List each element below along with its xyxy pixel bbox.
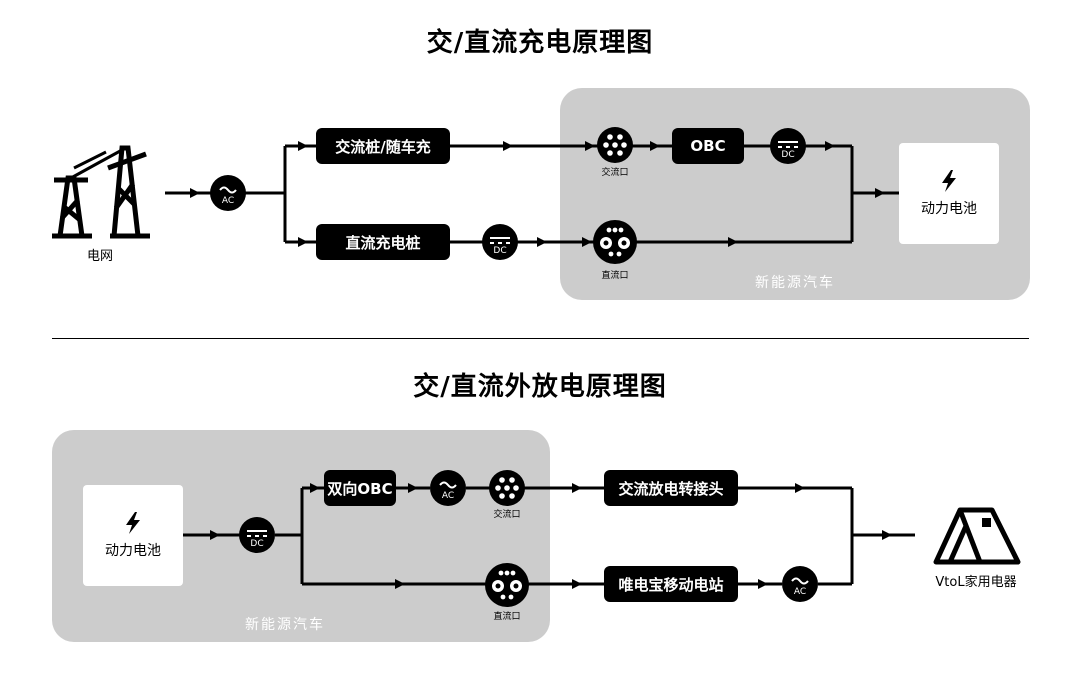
obc-box: OBC [672, 128, 744, 164]
bottom-ac-port-label: 交流口 [493, 510, 521, 520]
ac-symbol-icon [210, 175, 246, 211]
obc-dc-text: DC [781, 150, 795, 160]
top-panel-label: 新能源汽车 [755, 275, 835, 291]
power-station-box: 唯电宝移动电站 [604, 566, 738, 602]
dc-symbol-text: DC [493, 246, 507, 256]
dc-symbol-icon [239, 517, 275, 553]
bottom-dc-port-label: 直流口 [493, 612, 521, 622]
bottom-battery-box: 动力电池 [83, 485, 183, 586]
ac-pile-box: 交流桩/随车充 [316, 128, 450, 164]
ac-discharge-box: 交流放电转接头 [604, 470, 738, 506]
ac-port-label: 交流口 [601, 168, 629, 178]
ac-symbol-icon [430, 470, 466, 506]
connector-icon [597, 127, 633, 163]
connector-icon [485, 563, 529, 607]
lightning-icon [940, 169, 958, 196]
bottom-dc-text: DC [250, 539, 264, 549]
bottom-title: 交/直流外放电原理图 [413, 372, 667, 402]
grid-label: 电网 [86, 249, 113, 264]
tent-icon [930, 504, 1022, 566]
bottom-ac2-text: AC [793, 587, 807, 597]
ac-symbol-text: AC [221, 196, 235, 206]
connector-icon [489, 470, 525, 506]
dc-symbol-icon [482, 224, 518, 260]
power-tower-icon [50, 138, 152, 240]
bottom-panel-label: 新能源汽车 [245, 617, 325, 633]
bottom-ac-text: AC [441, 491, 455, 501]
top-title: 交/直流充电原理图 [426, 28, 654, 58]
dc-symbol-icon [770, 128, 806, 164]
lightning-icon [124, 511, 142, 538]
bottom-battery-label: 动力电池 [105, 542, 161, 559]
dc-pile-box: 直流充电桩 [316, 224, 450, 260]
ac-symbol-icon [782, 566, 818, 602]
connector-icon [593, 220, 637, 264]
top-battery-box: 动力电池 [899, 143, 999, 244]
bi-obc-box: 双向OBC [324, 470, 396, 506]
dc-port-label: 直流口 [601, 271, 629, 281]
top-battery-label: 动力电池 [921, 200, 977, 217]
section-divider [52, 338, 1029, 339]
v2l-label: VtoL家用电器 [935, 575, 1017, 590]
